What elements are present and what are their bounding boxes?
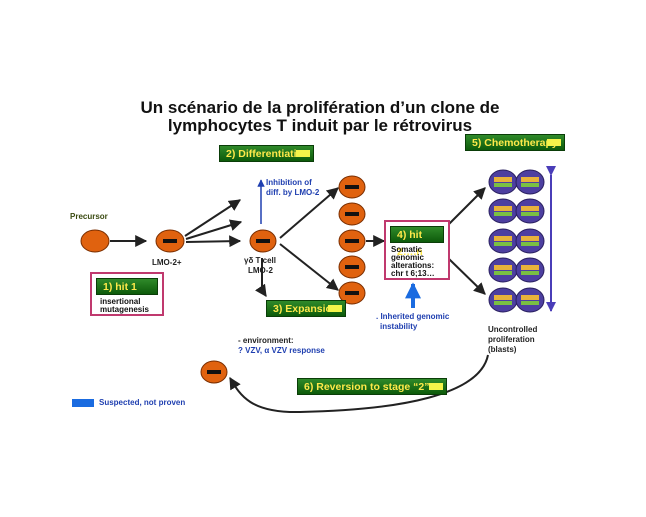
arrow-to-blasts-up [447, 187, 486, 226]
label-environment-1: - environment: [238, 336, 294, 345]
label-inherited-2: instability [380, 322, 418, 331]
step-expansion-label: 3) Expansion [273, 303, 339, 315]
step-tail [328, 305, 342, 312]
step-expansion: 3) Expansion [266, 300, 346, 317]
cell-lmo2-positive [155, 229, 185, 253]
step-hit2: 4) hit 2….n [390, 226, 444, 258]
blast-pair-1 [488, 169, 545, 195]
hit1-text-1: insertional [100, 297, 141, 306]
hit2-text-1: Somatic [391, 245, 423, 254]
cell-gamma-delta [249, 229, 277, 253]
arrow-expansion-2 [279, 243, 339, 291]
arrow-expansion-down [255, 258, 267, 297]
cell-precursor [80, 229, 110, 253]
step-differentiation-label: 2) Differentiation [226, 148, 310, 160]
label-precursor: Precursor [70, 212, 108, 221]
legend-label: Suspected, not proven [99, 398, 186, 407]
cell-expanded-3 [338, 229, 366, 253]
hit1-box: 1) hit 1 insertional mutagenesis [90, 272, 164, 316]
step-chemotherapy-label: 5) Chemotherapy [472, 137, 558, 149]
label-lmo2-plus: LMO-2+ [152, 258, 182, 267]
step-tail [429, 383, 443, 390]
blast-pair-2 [488, 198, 545, 224]
hit2-text-2: genomic [391, 253, 424, 262]
title-line-1: Un scénario de la prolifération d’un clo… [140, 98, 500, 117]
label-inhibition-1: Inhibition of [266, 178, 312, 187]
step-differentiation: 2) Differentiation [219, 145, 314, 162]
label-uncontrolled-1: Uncontrolled [488, 325, 538, 334]
arrow-reversion [229, 354, 489, 414]
label-inherited-1: . Inherited genomic [376, 312, 450, 321]
arrow-fan-2 [185, 219, 243, 240]
step-tail [547, 139, 561, 146]
step-hit1: 1) hit 1 [96, 278, 158, 295]
step-reversion: 6) Reversion to stage “2” [297, 378, 447, 395]
arrow-fan-3 [185, 235, 242, 248]
hit2-box: 4) hit 2….n Somatic genomic alterations:… [384, 220, 450, 280]
blast-cluster [488, 169, 545, 313]
label-lmo2: LMO-2 [248, 266, 273, 275]
blast-pair-5 [488, 287, 545, 313]
label-inhibition-2: diff. by LMO-2 [266, 188, 320, 197]
title-line-2: lymphocytes T induit par le rétrovirus [167, 116, 473, 135]
hit1-text-2: mutagenesis [100, 305, 149, 314]
cell-reverted [200, 360, 228, 384]
legend-swatch [72, 399, 94, 407]
arrow-fan-1 [184, 199, 242, 237]
blast-pair-4 [488, 257, 545, 283]
arrow-expansion-1 [279, 187, 339, 239]
step-hit2-label: 4) hit 2….n [397, 229, 423, 258]
label-uncontrolled-3: (blasts) [488, 345, 517, 354]
hit2-text-3: alterations: [391, 261, 435, 270]
cell-expanded-2 [338, 202, 366, 226]
step-tail [296, 150, 310, 157]
blast-pair-3 [488, 228, 545, 254]
step-chemotherapy: 5) Chemotherapy [465, 134, 565, 151]
step-hit1-label: 1) hit 1 [103, 281, 137, 293]
cell-expanded-1 [338, 175, 366, 199]
arrow-to-blasts-down [447, 257, 486, 295]
cell-expanded-4 [338, 255, 366, 279]
label-uncontrolled-2: proliferation [488, 335, 535, 344]
hit2-text-4: chr t 6;13… [391, 269, 435, 278]
label-gd-t-cell: γδ T cell [244, 256, 276, 265]
cell-expanded-5 [338, 281, 366, 305]
step-reversion-label: 6) Reversion to stage “2” [304, 381, 430, 393]
label-environment-2: ? VZV, α VZV response [238, 346, 325, 355]
